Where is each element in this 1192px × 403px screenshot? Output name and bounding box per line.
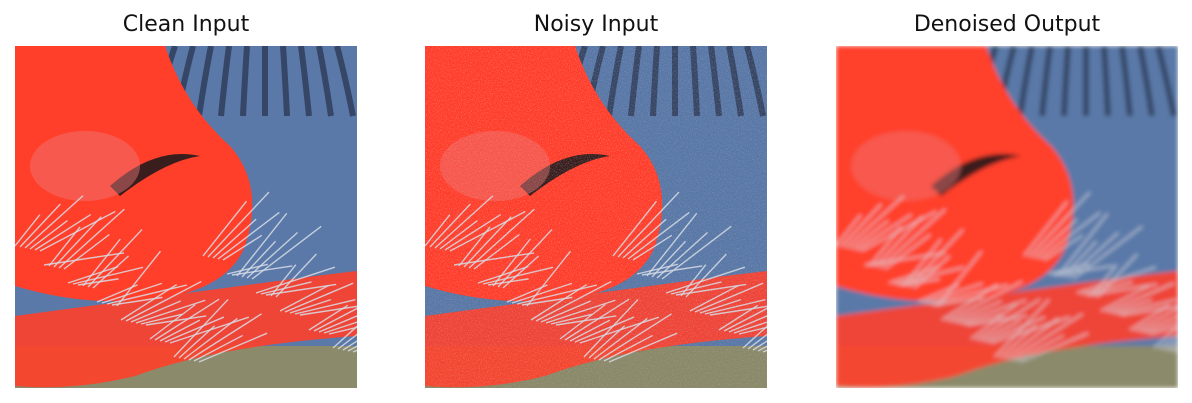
noisy-input-image	[425, 46, 767, 388]
panel-clean-input: Clean Input	[15, 0, 357, 403]
panel-noisy-input: Noisy Input	[425, 0, 767, 403]
clean-input-image	[15, 46, 357, 388]
panel-title: Denoised Output	[913, 12, 1101, 37]
panel-title: Noisy Input	[533, 12, 659, 37]
denoised-output-image	[836, 46, 1178, 388]
panel-denoised-output: Denoised Output	[836, 0, 1178, 403]
panel-title: Clean Input	[122, 12, 250, 37]
